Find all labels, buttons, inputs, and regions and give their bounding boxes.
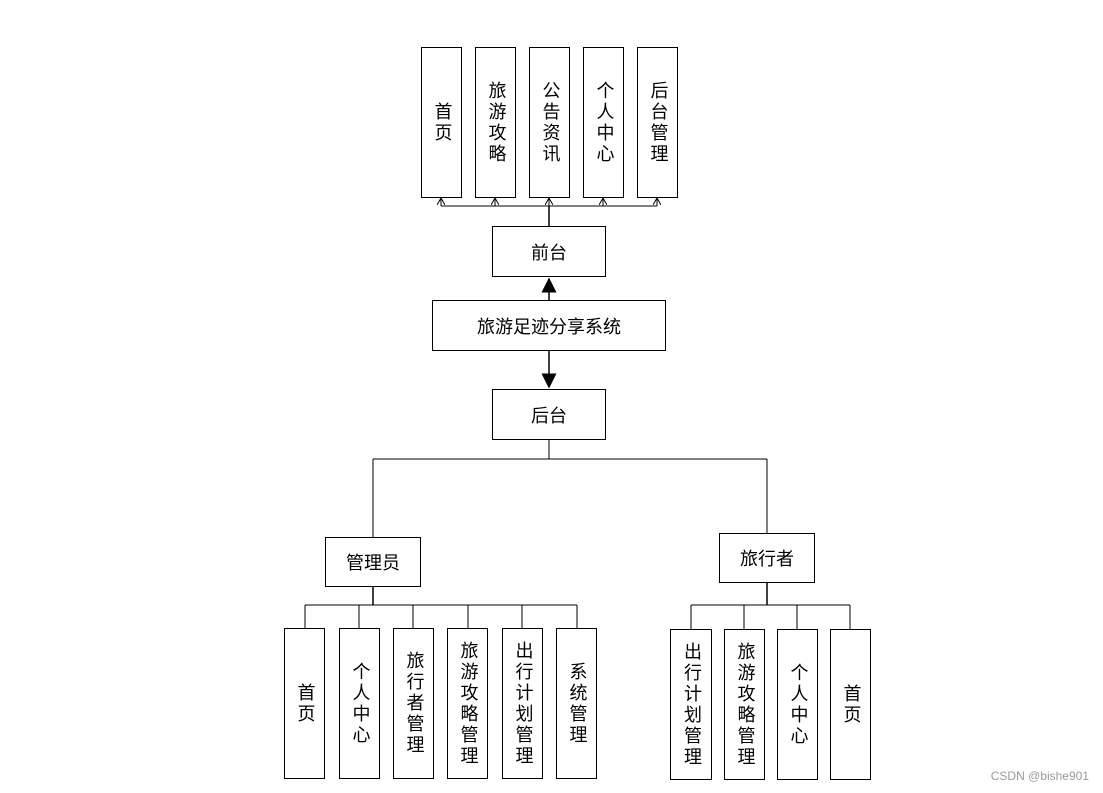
module-label: 旅游攻略 <box>485 80 507 165</box>
admin-module-system-mgmt: 系统管理 <box>556 628 597 779</box>
front-node: 前台 <box>492 226 606 277</box>
traveler-module-personal-center: 个人中心 <box>777 629 818 780</box>
module-label: 系统管理 <box>566 661 588 746</box>
admin-module-guide-mgmt: 旅游攻略管理 <box>447 628 488 779</box>
front-label: 前台 <box>531 242 567 264</box>
module-label: 个人中心 <box>787 662 809 747</box>
traveler-node: 旅行者 <box>719 533 815 583</box>
traveler-label: 旅行者 <box>740 549 794 570</box>
watermark: CSDN @bishe901 <box>990 769 1089 783</box>
back-label: 后台 <box>531 405 567 427</box>
system-label: 旅游足迹分享系统 <box>477 316 621 338</box>
back-node: 后台 <box>492 389 606 440</box>
traveler-module-home: 首页 <box>830 629 871 780</box>
admin-module-traveler-mgmt: 旅行者管理 <box>393 628 434 779</box>
front-module-announcements: 公告资讯 <box>529 47 570 198</box>
module-label: 首页 <box>840 683 862 726</box>
module-label: 旅游攻略管理 <box>734 641 756 768</box>
module-label: 首页 <box>431 101 453 144</box>
module-label: 个人中心 <box>593 80 615 165</box>
module-label: 后台管理 <box>647 80 669 165</box>
admin-label: 管理员 <box>346 553 400 574</box>
admin-node: 管理员 <box>325 537 421 587</box>
module-label: 首页 <box>294 682 316 725</box>
traveler-module-guide-mgmt: 旅游攻略管理 <box>724 629 765 780</box>
front-module-admin-panel: 后台管理 <box>637 47 678 198</box>
module-label: 旅游攻略管理 <box>457 640 479 767</box>
module-label: 出行计划管理 <box>681 641 702 768</box>
module-label: 个人中心 <box>349 661 371 746</box>
traveler-module-trip-plan-mgmt: 出行计划管理 <box>670 629 712 780</box>
admin-module-trip-plan-mgmt: 出行计划管理 <box>502 628 543 779</box>
front-module-travel-guide: 旅游攻略 <box>475 47 516 198</box>
module-label: 出行计划管理 <box>512 640 534 767</box>
admin-module-personal-center: 个人中心 <box>339 628 380 779</box>
admin-module-home: 首页 <box>284 628 325 779</box>
front-module-personal-center: 个人中心 <box>583 47 624 198</box>
module-label: 旅行者管理 <box>403 651 425 756</box>
system-root-node: 旅游足迹分享系统 <box>432 300 666 351</box>
front-module-home: 首页 <box>421 47 462 198</box>
module-label: 公告资讯 <box>539 80 561 165</box>
